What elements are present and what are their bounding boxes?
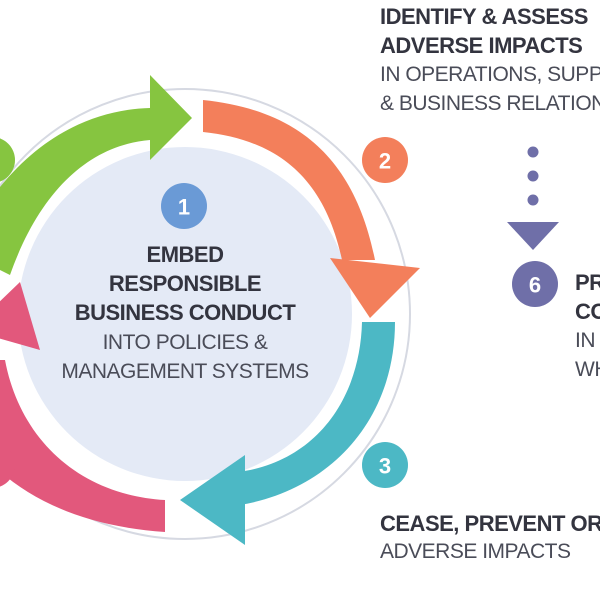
- outer-ring: [0, 88, 411, 540]
- badge-2-circle: [362, 137, 408, 183]
- step2-sub-line-2: & BUSINESS RELATIONS: [380, 92, 600, 115]
- green-arrow: [0, 75, 192, 275]
- step3-title: CEASE, PREVENT OR M: [380, 511, 600, 536]
- down-arrow-head: [507, 222, 559, 250]
- badge-3-circle: [362, 442, 408, 488]
- badge-left-bottom-partial: [0, 443, 15, 487]
- center-line-4: INTO POLICIES &: [102, 331, 268, 354]
- step3-sub: ADVERSE IMPACTS: [380, 540, 571, 563]
- dotted-connector: [507, 146, 559, 250]
- orange-arrow: [203, 100, 420, 318]
- badge-6-circle: [512, 261, 558, 307]
- center-line-1: EMBED: [146, 242, 224, 267]
- step6-title-line-1: PR: [575, 270, 600, 295]
- pink-arrow: [0, 282, 165, 532]
- step2-title-line-2: ADVERSE IMPACTS: [380, 33, 583, 58]
- teal-arrow: [180, 322, 395, 545]
- badge-1-circle: [161, 183, 207, 229]
- step6-title-line-2: CO: [575, 299, 600, 324]
- badge-1-number: 1: [178, 195, 190, 220]
- badge-6-number: 6: [529, 273, 541, 298]
- center-disk: [18, 147, 352, 481]
- step6-sub-line-1: IN: [575, 329, 596, 352]
- center-line-2: RESPONSIBLE: [108, 271, 262, 296]
- badge-left-top-partial: [0, 138, 15, 182]
- badge-2-number: 2: [379, 149, 391, 174]
- step2-title-line-1: IDENTIFY & ASSESS: [380, 4, 588, 29]
- badge-3-number: 3: [379, 454, 391, 479]
- step2-sub-line-1: IN OPERATIONS, SUPPLY: [380, 63, 600, 86]
- center-line-3: BUSINESS CONDUCT: [74, 300, 296, 325]
- center-line-5: MANAGEMENT SYSTEMS: [61, 360, 309, 383]
- step6-sub-line-2: WH: [575, 358, 600, 381]
